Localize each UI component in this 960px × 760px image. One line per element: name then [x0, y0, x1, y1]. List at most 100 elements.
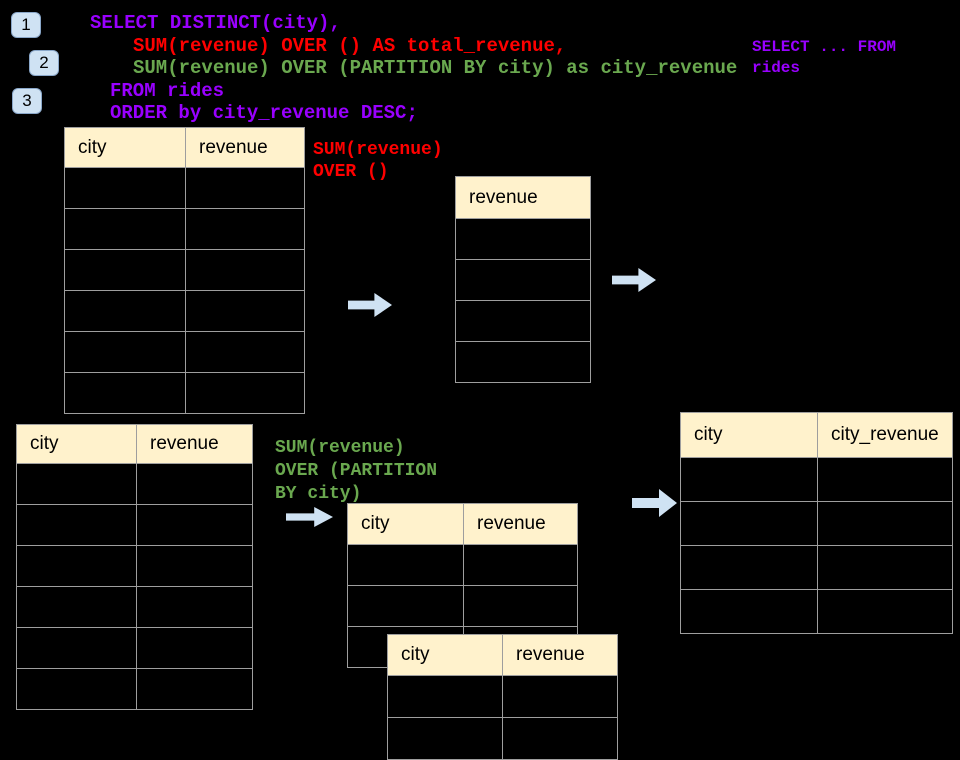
table-cell [185, 290, 305, 332]
table-row [64, 249, 305, 291]
table-cell [680, 501, 818, 546]
table-row [680, 589, 953, 634]
table-cell [463, 544, 578, 586]
column-header-revenue: revenue [455, 176, 591, 219]
table-partition-first: city revenue [347, 503, 578, 668]
table-cell [463, 585, 578, 627]
table-row [387, 675, 618, 718]
table-source-top: city revenue [64, 127, 305, 414]
table-cell [387, 675, 503, 718]
flow-arrow-right-icon [286, 507, 333, 527]
sql-line-select: SELECT DISTINCT(city), [90, 12, 341, 34]
table-cell [185, 167, 305, 209]
table-cell [185, 249, 305, 291]
table-partition-second: city revenue [387, 634, 618, 760]
table-cell [817, 457, 953, 502]
table-revenue-only: revenue [455, 176, 591, 383]
table-row [16, 586, 253, 628]
table-result: city city_revenue [680, 412, 953, 634]
table-cell [185, 331, 305, 373]
table-cell [64, 290, 186, 332]
column-header-city: city [680, 412, 818, 458]
slide-canvas: 1 2 3 SELECT DISTINCT(city), SUM(revenue… [11, 12, 953, 760]
table-cell [64, 208, 186, 250]
table-cell [16, 504, 137, 546]
table-cell [455, 259, 591, 301]
label-sum-over-total: SUM(revenue) OVER () [313, 140, 443, 182]
flow-arrow-right-icon [632, 489, 677, 517]
table-row [64, 290, 305, 332]
table-row [347, 544, 578, 586]
table-row [455, 341, 591, 383]
table-row [16, 627, 253, 669]
table-cell [185, 208, 305, 250]
column-header-city: city [387, 634, 503, 676]
table-cell [136, 463, 253, 505]
label-sum-over-partition: SUM(revenue) OVER (PARTITION BY city) [275, 438, 438, 504]
table-cell [347, 544, 464, 586]
table-cell [817, 545, 953, 590]
step-badge-1: 1 [11, 12, 41, 38]
table-cell [16, 668, 137, 710]
table-cell [64, 372, 186, 414]
table-cell [136, 668, 253, 710]
table-row [64, 167, 305, 209]
table-cell [136, 586, 253, 628]
step-badge-2: 2 [29, 50, 59, 76]
table-row [16, 504, 253, 546]
sql-line-from: FROM rides [110, 80, 225, 102]
table-cell [16, 627, 137, 669]
table-cell [16, 545, 137, 587]
table-cell [16, 586, 137, 628]
column-header-revenue: revenue [185, 127, 305, 168]
step-badge-3: 3 [12, 88, 42, 114]
table-cell [136, 627, 253, 669]
column-header-city: city [347, 503, 464, 545]
table-cell [817, 501, 953, 546]
table-cell [502, 675, 618, 718]
table-cell [455, 300, 591, 342]
table-row [680, 457, 953, 502]
table-cell [387, 717, 503, 760]
column-header-revenue: revenue [136, 424, 253, 464]
table-row [64, 331, 305, 373]
table-cell [347, 585, 464, 627]
table-row [455, 218, 591, 260]
table-cell [16, 463, 137, 505]
table-cell [64, 167, 186, 209]
sql-line-total-revenue: SUM(revenue) OVER () AS total_revenue, [133, 35, 567, 57]
table-cell [136, 545, 253, 587]
table-row [64, 208, 305, 250]
sql-line-order-by: ORDER by city_revenue DESC; [110, 102, 418, 124]
column-header-city: city [64, 127, 186, 168]
note-select-from-rides: SELECT ... FROM rides [752, 38, 897, 77]
table-cell [817, 589, 953, 634]
table-row [16, 668, 253, 710]
table-source-bottom: city revenue [16, 424, 253, 710]
column-header-city-revenue: city_revenue [817, 412, 953, 458]
column-header-city: city [16, 424, 137, 464]
table-cell [64, 331, 186, 373]
flow-arrow-right-icon [612, 268, 656, 292]
table-row [455, 259, 591, 301]
column-header-revenue: revenue [463, 503, 578, 545]
table-cell [502, 717, 618, 760]
table-cell [680, 545, 818, 590]
table-row [455, 300, 591, 342]
table-row [347, 585, 578, 627]
table-cell [680, 457, 818, 502]
table-row [387, 717, 618, 760]
table-row [16, 545, 253, 587]
column-header-revenue: revenue [502, 634, 618, 676]
table-row [680, 501, 953, 546]
table-row [680, 545, 953, 590]
table-cell [64, 249, 186, 291]
table-cell [455, 341, 591, 383]
table-row [16, 463, 253, 505]
sql-line-city-revenue: SUM(revenue) OVER (PARTITION BY city) as… [133, 57, 738, 79]
table-cell [185, 372, 305, 414]
table-cell [455, 218, 591, 260]
table-cell [136, 504, 253, 546]
flow-arrow-right-icon [348, 293, 392, 317]
table-row [64, 372, 305, 414]
